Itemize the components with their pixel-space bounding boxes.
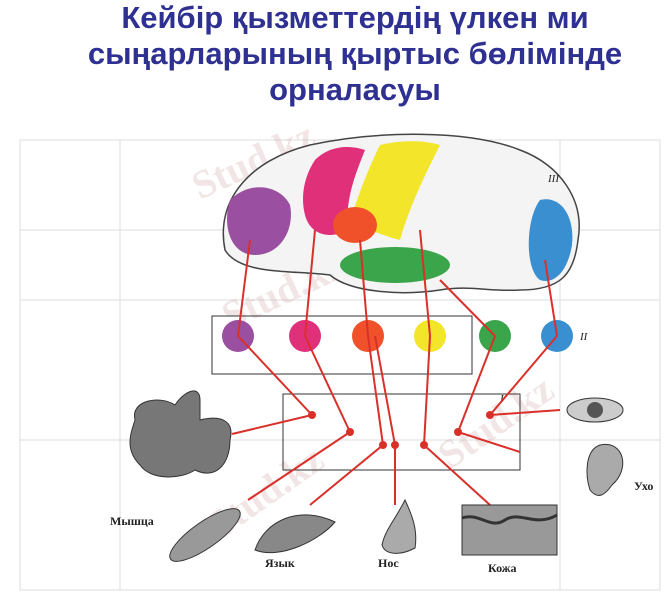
svg-text:Stud.kz: Stud.kz (429, 366, 561, 477)
svg-text:II: II (579, 331, 589, 343)
svg-text:III: III (547, 173, 560, 185)
synapse-dots (308, 411, 494, 449)
nose-icon: Нос (378, 498, 417, 570)
intestine-icon (129, 390, 232, 478)
skin-icon: Кожа (461, 504, 558, 575)
zone-purple (227, 187, 291, 255)
svg-text:I: I (499, 393, 505, 405)
brain-hemisphere: III (222, 133, 580, 294)
zone-blue (528, 199, 573, 281)
eye-icon (566, 397, 624, 423)
svg-text:Язык: Язык (265, 556, 295, 570)
level-i-box: I (282, 393, 521, 471)
svg-text:Нос: Нос (378, 556, 399, 570)
zone-orange (333, 207, 377, 243)
muscle-icon: Мышца (110, 508, 241, 562)
tongue-icon: Язык (254, 514, 336, 570)
zone-yellow (352, 141, 440, 240)
zone-magenta (303, 147, 365, 235)
slide-title: Кейбір қызметтердің үлкен ми сыңарларыны… (87, 0, 623, 107)
zone-green (340, 247, 450, 283)
svg-text:Мышца: Мышца (110, 514, 154, 528)
ear-icon: Ухо (586, 444, 653, 496)
svg-text:Кожа: Кожа (488, 561, 517, 575)
svg-text:Ухо: Ухо (634, 479, 653, 493)
nerve-pathways (231, 229, 561, 506)
